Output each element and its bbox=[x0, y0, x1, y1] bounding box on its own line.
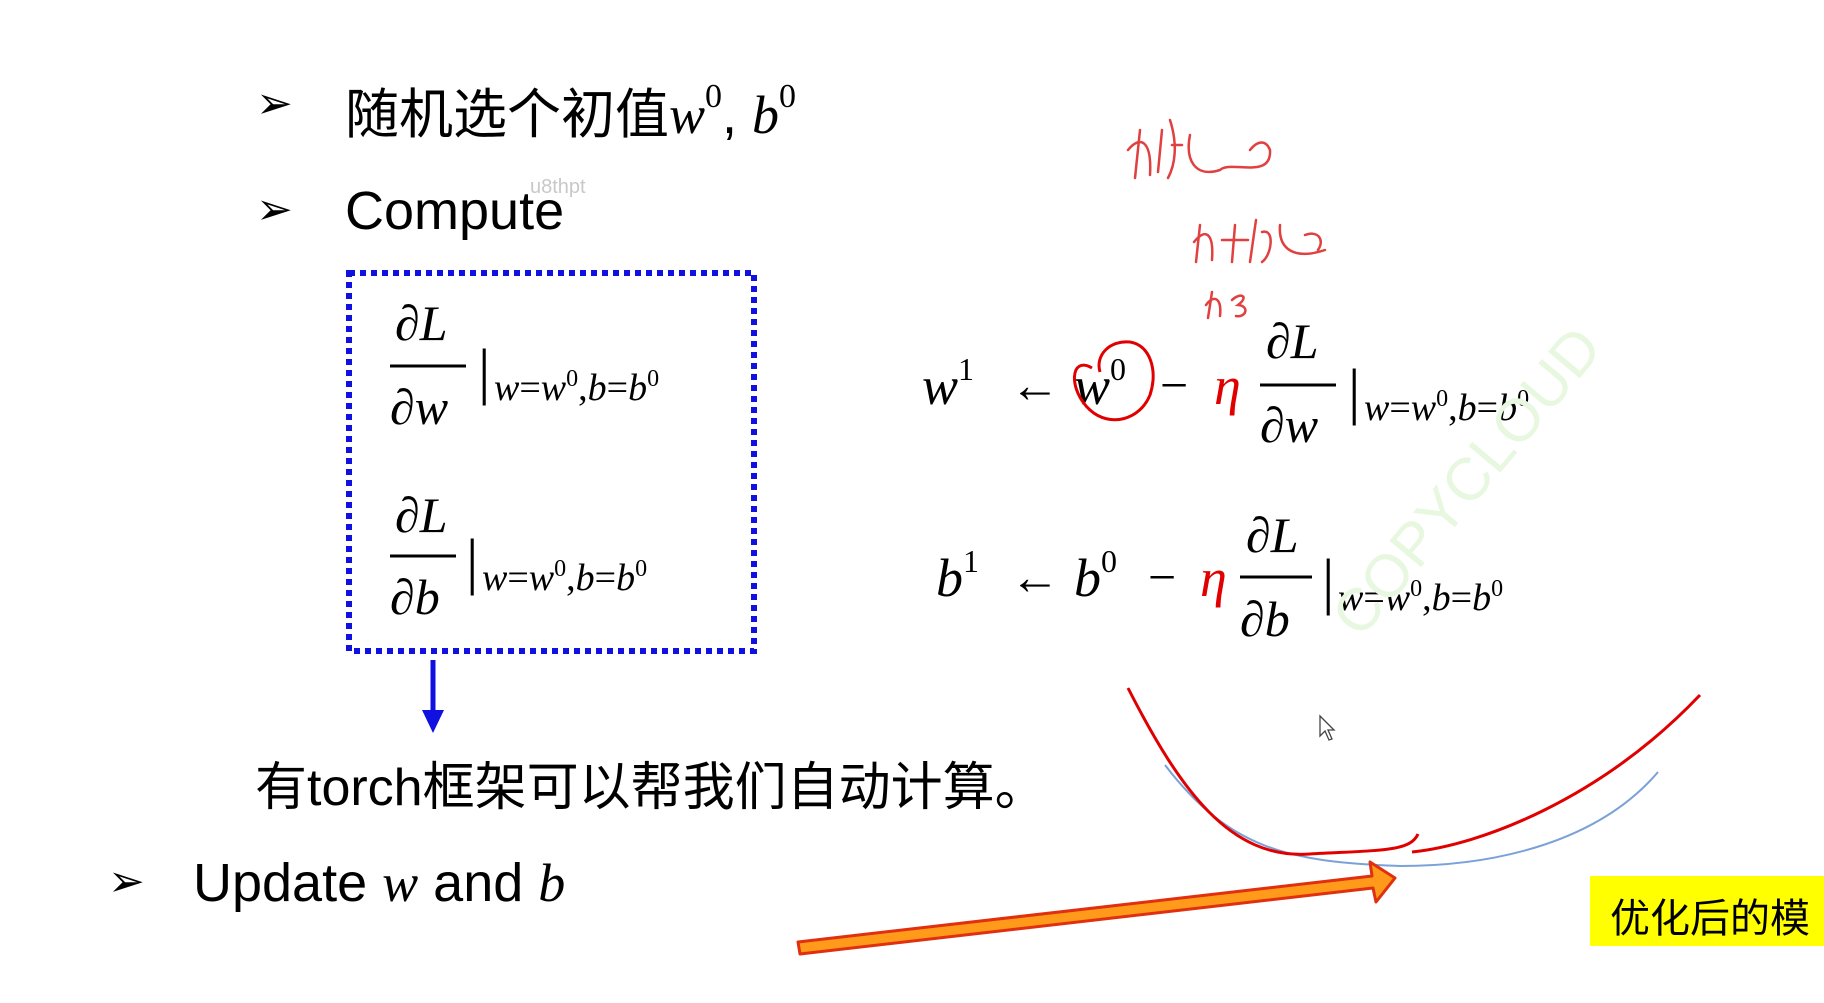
caption-badge: 优化后的模 bbox=[1590, 876, 1824, 946]
update-b-bar: | bbox=[1322, 548, 1334, 616]
caption-badge-text: 优化后的模 bbox=[1610, 896, 1810, 942]
init-w: w bbox=[669, 85, 706, 145]
init-sep: , bbox=[722, 85, 753, 145]
bullet-arrow-icon: ➢ bbox=[256, 184, 293, 235]
init-b: b bbox=[752, 85, 780, 145]
loss-curve-blue bbox=[1164, 764, 1659, 868]
box1-subscript: w=w0,b=b0 bbox=[494, 366, 659, 409]
update-b-lhs: b1 bbox=[936, 543, 979, 608]
bullet-arrow-icon: ➢ bbox=[108, 856, 145, 907]
handwritten-notes bbox=[1126, 118, 1327, 320]
update-w-numerator: ∂L bbox=[1266, 313, 1319, 369]
update-w-subscript: w=w0,b=b0 bbox=[1364, 386, 1529, 429]
update-b-minus: − bbox=[1148, 549, 1176, 605]
update-b: b bbox=[538, 853, 566, 913]
bullet-update: Update w and b bbox=[193, 856, 565, 910]
box2-denominator: ∂b bbox=[390, 569, 440, 625]
watermark: u8thpt bbox=[530, 176, 586, 198]
update-w-eta: η bbox=[1214, 356, 1241, 416]
update-w-bar: | bbox=[1348, 358, 1360, 426]
update-b-prev: b0 bbox=[1074, 543, 1117, 608]
update-text: Update bbox=[193, 853, 383, 913]
mouse-cursor-icon bbox=[1319, 714, 1336, 741]
box2-numerator: ∂L bbox=[395, 487, 448, 543]
init-b-sup: 0 bbox=[779, 78, 797, 115]
orange-arrow-icon bbox=[796, 860, 1397, 956]
update-w-arrow: ← bbox=[1010, 357, 1060, 413]
update-w: w bbox=[382, 853, 419, 913]
bullet-compute: Compute bbox=[345, 181, 565, 241]
update-w-denominator: ∂w bbox=[1260, 397, 1318, 453]
update-w-prev: w0 bbox=[1074, 351, 1126, 416]
down-arrow-icon bbox=[422, 710, 444, 733]
update-w-minus: − bbox=[1160, 357, 1188, 413]
box1-numerator: ∂L bbox=[395, 295, 448, 351]
update-and: and bbox=[418, 853, 539, 913]
autograd-note: 有torch框架可以帮我们自动计算。 bbox=[255, 759, 1047, 817]
gradient-box bbox=[346, 270, 757, 654]
init-w-sup: 0 bbox=[705, 78, 723, 115]
red-circle-annotation bbox=[1073, 340, 1155, 422]
update-w-lhs: w1 bbox=[922, 351, 974, 416]
init-text: 随机选个初值 bbox=[345, 85, 669, 145]
update-b-numerator: ∂L bbox=[1246, 507, 1299, 563]
update-b-arrow: ← bbox=[1010, 549, 1060, 605]
box2-bar: | bbox=[466, 528, 478, 596]
update-b-subscript: w=w0,b=b0 bbox=[1338, 576, 1503, 619]
bullet-init-values: 随机选个初值w0, b0 bbox=[345, 78, 797, 145]
loss-curve-red bbox=[1126, 687, 1702, 856]
box2-subscript: w=w0,b=b0 bbox=[482, 556, 647, 599]
box1-denominator: ∂w bbox=[390, 379, 448, 435]
bullet-arrow-icon: ➢ bbox=[256, 78, 293, 129]
update-b-eta: η bbox=[1200, 548, 1227, 608]
box1-bar: | bbox=[478, 338, 490, 406]
update-b-denominator: ∂b bbox=[1240, 591, 1290, 647]
